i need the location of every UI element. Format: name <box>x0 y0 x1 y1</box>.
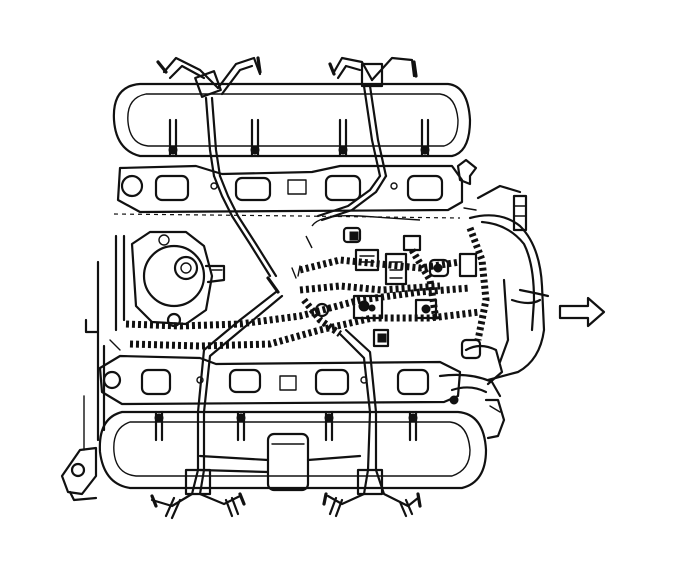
right-bracket <box>438 158 550 398</box>
upper-plug-wires <box>156 56 418 178</box>
arrow-right-icon <box>558 296 606 328</box>
lower-valve-cover <box>98 410 488 492</box>
distributor-housing <box>130 230 226 328</box>
left-lower-bracket <box>60 395 98 502</box>
engine-block <box>84 234 126 442</box>
right-lower-bracket <box>484 398 506 440</box>
lower-plug-wires <box>150 290 422 520</box>
upper-intake-gasket <box>113 164 464 219</box>
wiring-harness <box>125 215 490 350</box>
harness-connectors <box>291 226 478 348</box>
upper-valve-cover <box>112 82 472 158</box>
throttle-linkage <box>212 174 388 294</box>
lower-intake-gasket <box>98 354 462 406</box>
